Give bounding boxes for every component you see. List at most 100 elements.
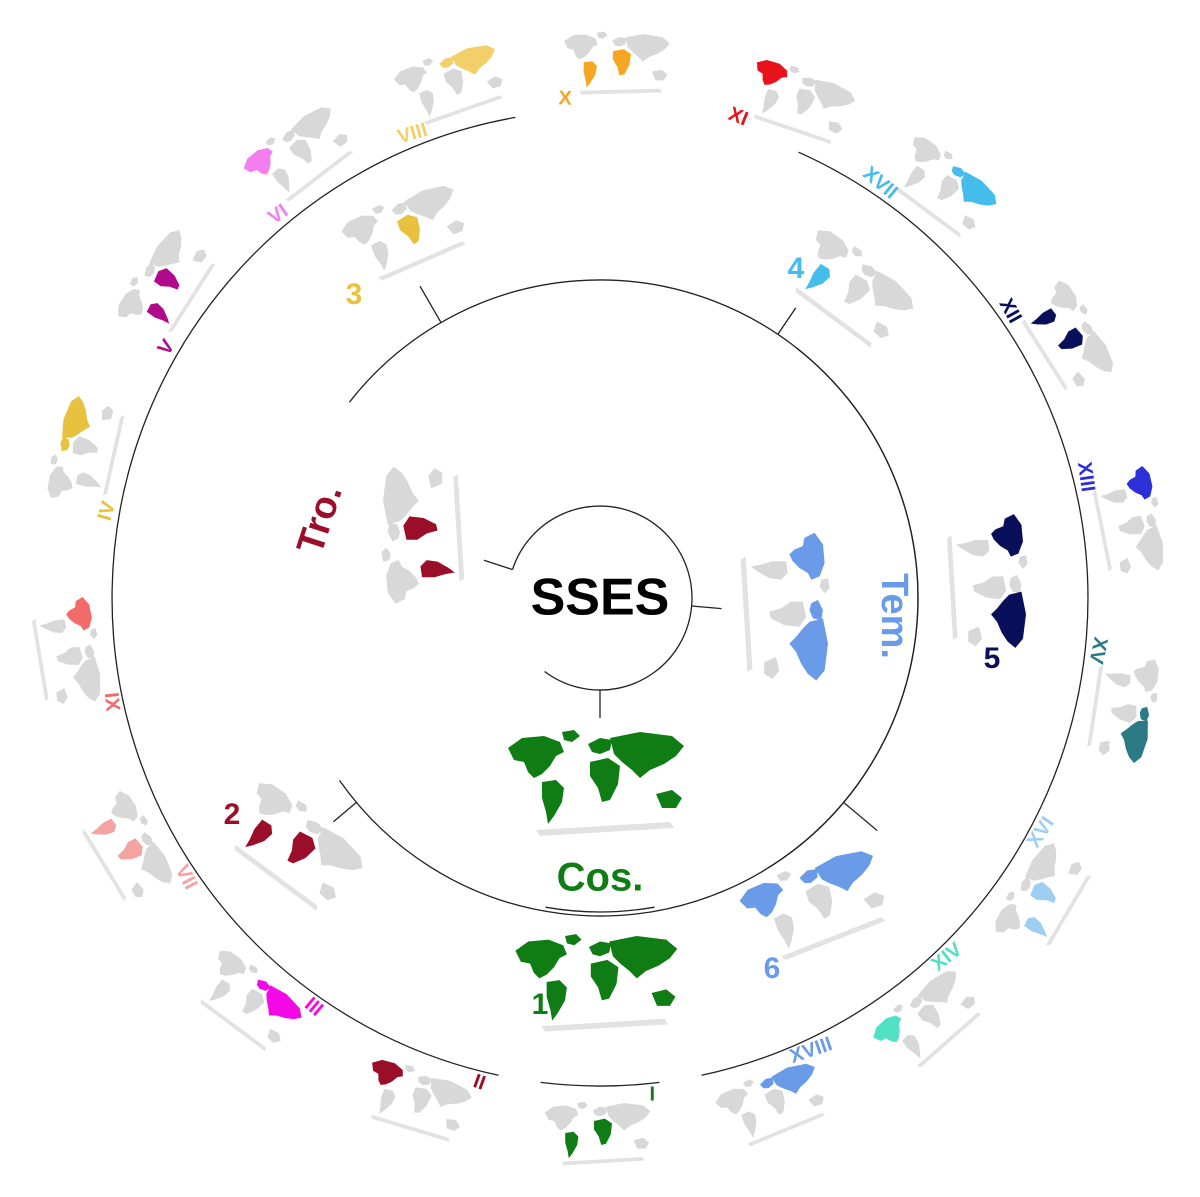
continent-eu	[588, 941, 612, 957]
continent-af	[1111, 704, 1137, 723]
continent-as	[383, 466, 419, 525]
continent-ant	[541, 1018, 669, 1032]
outer-arc-left	[111, 116, 516, 1076]
continent-eu	[60, 436, 70, 452]
continent-ant	[102, 415, 125, 496]
continent-ant	[378, 241, 466, 281]
continent-eu	[144, 262, 156, 277]
continent-ant	[740, 556, 753, 673]
continent-as	[789, 618, 829, 681]
continent-na	[372, 1059, 403, 1085]
continent-au	[1119, 557, 1132, 574]
map-region-XVII	[895, 137, 997, 238]
continent-af	[153, 268, 180, 290]
map-group-tem	[740, 532, 830, 681]
region-label-VIII: VIII	[395, 119, 430, 148]
continent-eu	[592, 1106, 608, 1117]
continent-gr	[1150, 693, 1158, 704]
continent-gr	[405, 1064, 416, 1073]
cluster-connector	[419, 285, 442, 323]
continent-eu	[1139, 706, 1150, 722]
continent-sa	[762, 88, 780, 114]
continent-na	[515, 939, 567, 979]
continent-ant	[946, 535, 958, 641]
map-region-IX	[31, 596, 101, 704]
continent-eu	[84, 644, 95, 659]
group-label-cos: Cos.	[557, 856, 644, 900]
region-label-IX: IX	[100, 691, 124, 713]
continent-gr	[1079, 304, 1088, 315]
continent-au	[962, 215, 976, 230]
continent-af	[937, 175, 960, 201]
map-region-XII	[1022, 280, 1114, 391]
continent-au	[808, 1094, 824, 1107]
continent-eu	[439, 57, 454, 68]
continent-na	[873, 1015, 902, 1043]
continent-eu	[799, 869, 818, 884]
group-label-tem: Tem.	[873, 573, 915, 659]
region-label-XII: XII	[995, 295, 1026, 327]
continent-ant	[200, 999, 266, 1052]
continent-sa	[901, 1034, 921, 1059]
continent-eu	[418, 1075, 433, 1085]
continent-na	[789, 532, 825, 580]
map-group-tro	[381, 466, 465, 604]
continent-sa	[271, 168, 290, 193]
continent-ant	[561, 1157, 645, 1166]
continent-af	[805, 883, 833, 919]
continent-eu	[759, 1077, 774, 1089]
region-label-XIV: XIV	[927, 938, 966, 976]
map-cluster-4	[795, 230, 914, 348]
continent-na	[564, 34, 598, 60]
continent-as	[430, 1077, 472, 1107]
continent-af	[594, 1118, 612, 1145]
continent-af	[289, 139, 312, 164]
continent-au	[486, 76, 503, 89]
continent-eu	[861, 264, 878, 278]
continent-au	[446, 1118, 460, 1131]
region-label-X: X	[558, 87, 573, 109]
continent-as	[991, 591, 1026, 648]
continent-eu	[1020, 877, 1031, 892]
map-region-XV	[1087, 659, 1159, 764]
region-label-XV: XV	[1084, 635, 1111, 666]
continent-na	[393, 66, 427, 93]
map-region-XIV	[873, 971, 982, 1068]
continent-gr	[892, 1004, 903, 1014]
continent-au	[651, 69, 668, 81]
continent-gr	[129, 277, 138, 287]
continent-af	[769, 601, 807, 627]
continent-ant	[895, 185, 961, 238]
continent-af	[1030, 881, 1056, 903]
continent-au	[1098, 740, 1110, 756]
continent-af	[396, 214, 420, 245]
continent-gr	[295, 800, 307, 812]
outer-arc-bottom	[540, 1081, 660, 1087]
continent-sa	[805, 263, 830, 290]
cluster-connector	[777, 307, 797, 335]
continent-ant	[31, 618, 49, 701]
map-region-VI	[243, 107, 354, 202]
continent-gr	[1018, 555, 1028, 569]
continent-gr	[381, 547, 391, 562]
map-cluster-3	[341, 185, 466, 281]
continent-gr	[596, 31, 608, 39]
continent-gr	[139, 814, 148, 826]
continent-au	[131, 882, 144, 898]
continent-eu	[951, 166, 966, 178]
continent-ant	[82, 828, 127, 902]
continent-eu	[1009, 574, 1022, 594]
continent-sa	[379, 1088, 396, 1114]
map-region-V	[118, 230, 216, 332]
continent-na	[544, 1105, 579, 1131]
continent-sa	[750, 561, 788, 580]
continent-ant	[1022, 319, 1068, 391]
continent-na	[386, 560, 419, 604]
continent-af	[72, 436, 98, 456]
continent-af	[612, 49, 631, 76]
continent-as	[917, 971, 956, 1003]
continent-sa	[741, 1111, 757, 1138]
map-region-III	[200, 950, 302, 1052]
region-label-I: I	[649, 1084, 655, 1106]
